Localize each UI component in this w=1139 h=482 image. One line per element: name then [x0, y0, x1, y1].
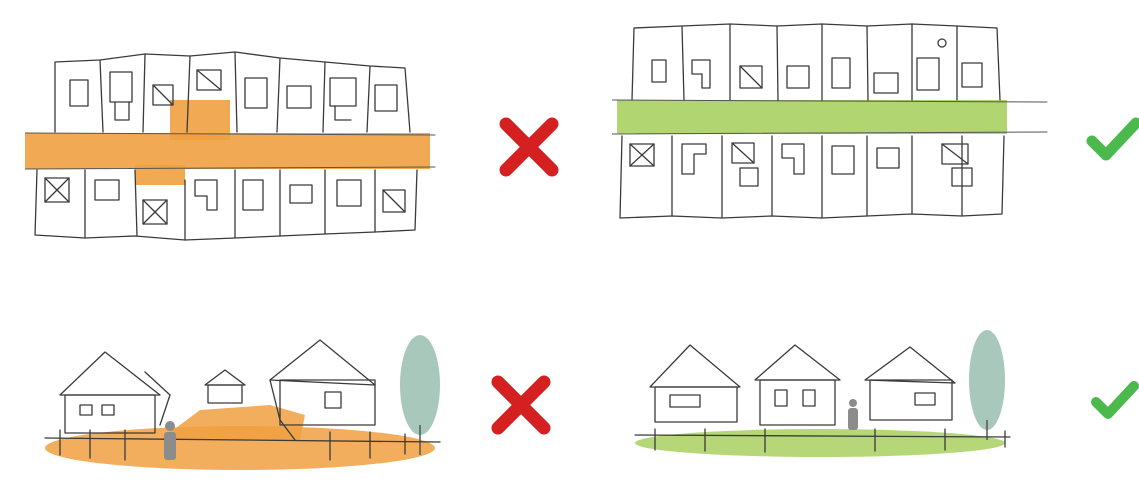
person-icon: [164, 421, 176, 460]
red-cross-icon: [490, 374, 552, 441]
green-street-highlight: [617, 100, 1007, 134]
orange-street-highlight: [25, 100, 430, 185]
plan-sketch-irregular-street: [25, 40, 440, 250]
tree-icon: [400, 335, 440, 435]
street-sketch-irregular-space: [30, 330, 450, 475]
plan-sketch-regular-street: [612, 18, 1052, 228]
tree-icon: [969, 330, 1005, 430]
person-icon: [848, 399, 858, 430]
green-space-highlight: [635, 429, 1005, 457]
red-cross-icon: [498, 116, 560, 183]
green-check-icon: [1090, 378, 1139, 429]
street-sketch-regular-space: [625, 325, 1025, 470]
green-check-icon: [1086, 115, 1139, 170]
